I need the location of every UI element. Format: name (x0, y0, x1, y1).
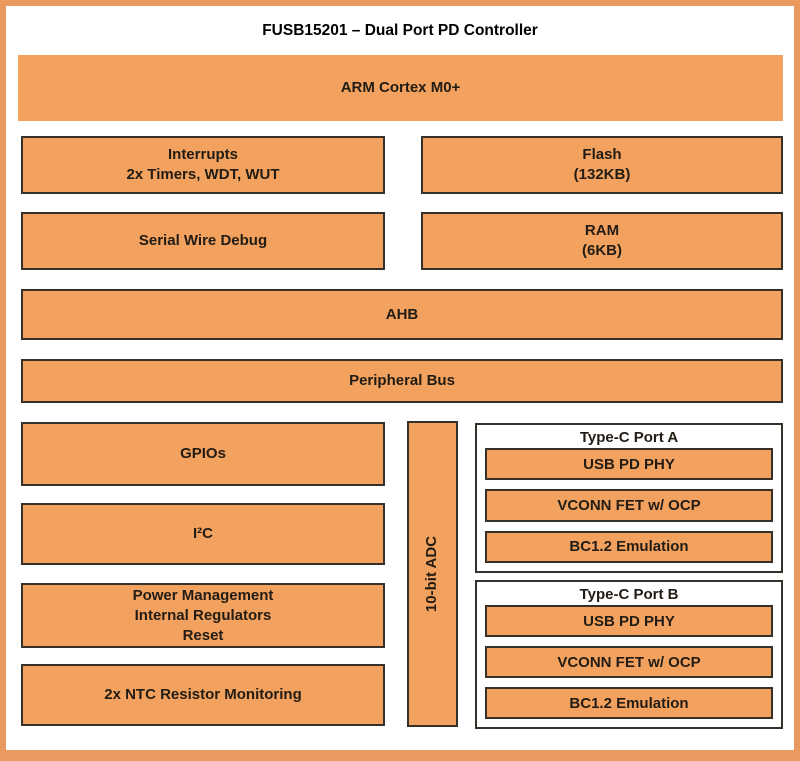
block-power-management: Power Management Internal Regulators Res… (21, 583, 385, 648)
typec-port-a-container: Type-C Port A USB PD PHY VCONN FET w/ OC… (475, 423, 783, 573)
flash-line1: Flash (582, 146, 622, 163)
power-line2: Internal Regulators (134, 606, 272, 624)
flash-line2: (132KB) (573, 166, 631, 183)
power-line1: Power Management (132, 586, 274, 604)
block-i2c: I²C (21, 503, 385, 565)
block-interrupts-timers: Interrupts 2x Timers, WDT, WUT (21, 136, 385, 194)
i2c-label: I²C (193, 525, 213, 542)
block-flash: Flash (132KB) (421, 136, 783, 194)
block-peripheral-bus: Peripheral Bus (21, 359, 783, 403)
arm-label: ARM Cortex M0+ (340, 79, 461, 96)
block-ntc-monitoring: 2x NTC Resistor Monitoring (21, 664, 385, 726)
block-ram: RAM (6KB) (421, 212, 783, 270)
adc-label: 10-bit ADC (423, 535, 441, 613)
typec-port-a-title: Type-C Port A (579, 429, 679, 446)
ahb-label: AHB (385, 305, 419, 323)
swd-label: Serial Wire Debug (138, 232, 268, 249)
block-usb-pd-phy-b: USB PD PHY (485, 605, 773, 637)
typec-port-b-container: Type-C Port B USB PD PHY VCONN FET w/ OC… (475, 580, 783, 729)
block-vconn-fet-a: VCONN FET w/ OCP (485, 489, 773, 522)
ram-line1: RAM (584, 222, 620, 239)
ntc-label: 2x NTC Resistor Monitoring (104, 686, 302, 703)
block-usb-pd-phy-a: USB PD PHY (485, 448, 773, 481)
typec-port-b-title: Type-C Port B (579, 586, 679, 603)
power-line3: Reset (182, 626, 224, 644)
block-10bit-adc: 10-bit ADC (407, 421, 458, 727)
block-bc12-emulation-b: BC1.2 Emulation (485, 687, 773, 719)
block-bc12-emulation-a: BC1.2 Emulation (485, 530, 773, 563)
interrupts-line1: Interrupts (167, 146, 238, 163)
ram-line2: (6KB) (582, 242, 622, 259)
block-arm-cortex-m0: ARM Cortex M0+ (18, 55, 783, 121)
block-serial-wire-debug: Serial Wire Debug (21, 212, 385, 270)
block-vconn-fet-b: VCONN FET w/ OCP (485, 646, 773, 678)
block-gpios: GPIOs (21, 422, 385, 486)
peripheral-bus-label: Peripheral Bus (349, 372, 455, 389)
diagram-title: FUSB15201 – Dual Port PD Controller (262, 22, 538, 39)
block-ahb: AHB (21, 289, 783, 340)
gpios-label: GPIOs (180, 445, 226, 462)
interrupts-line2: 2x Timers, WDT, WUT (126, 166, 280, 183)
